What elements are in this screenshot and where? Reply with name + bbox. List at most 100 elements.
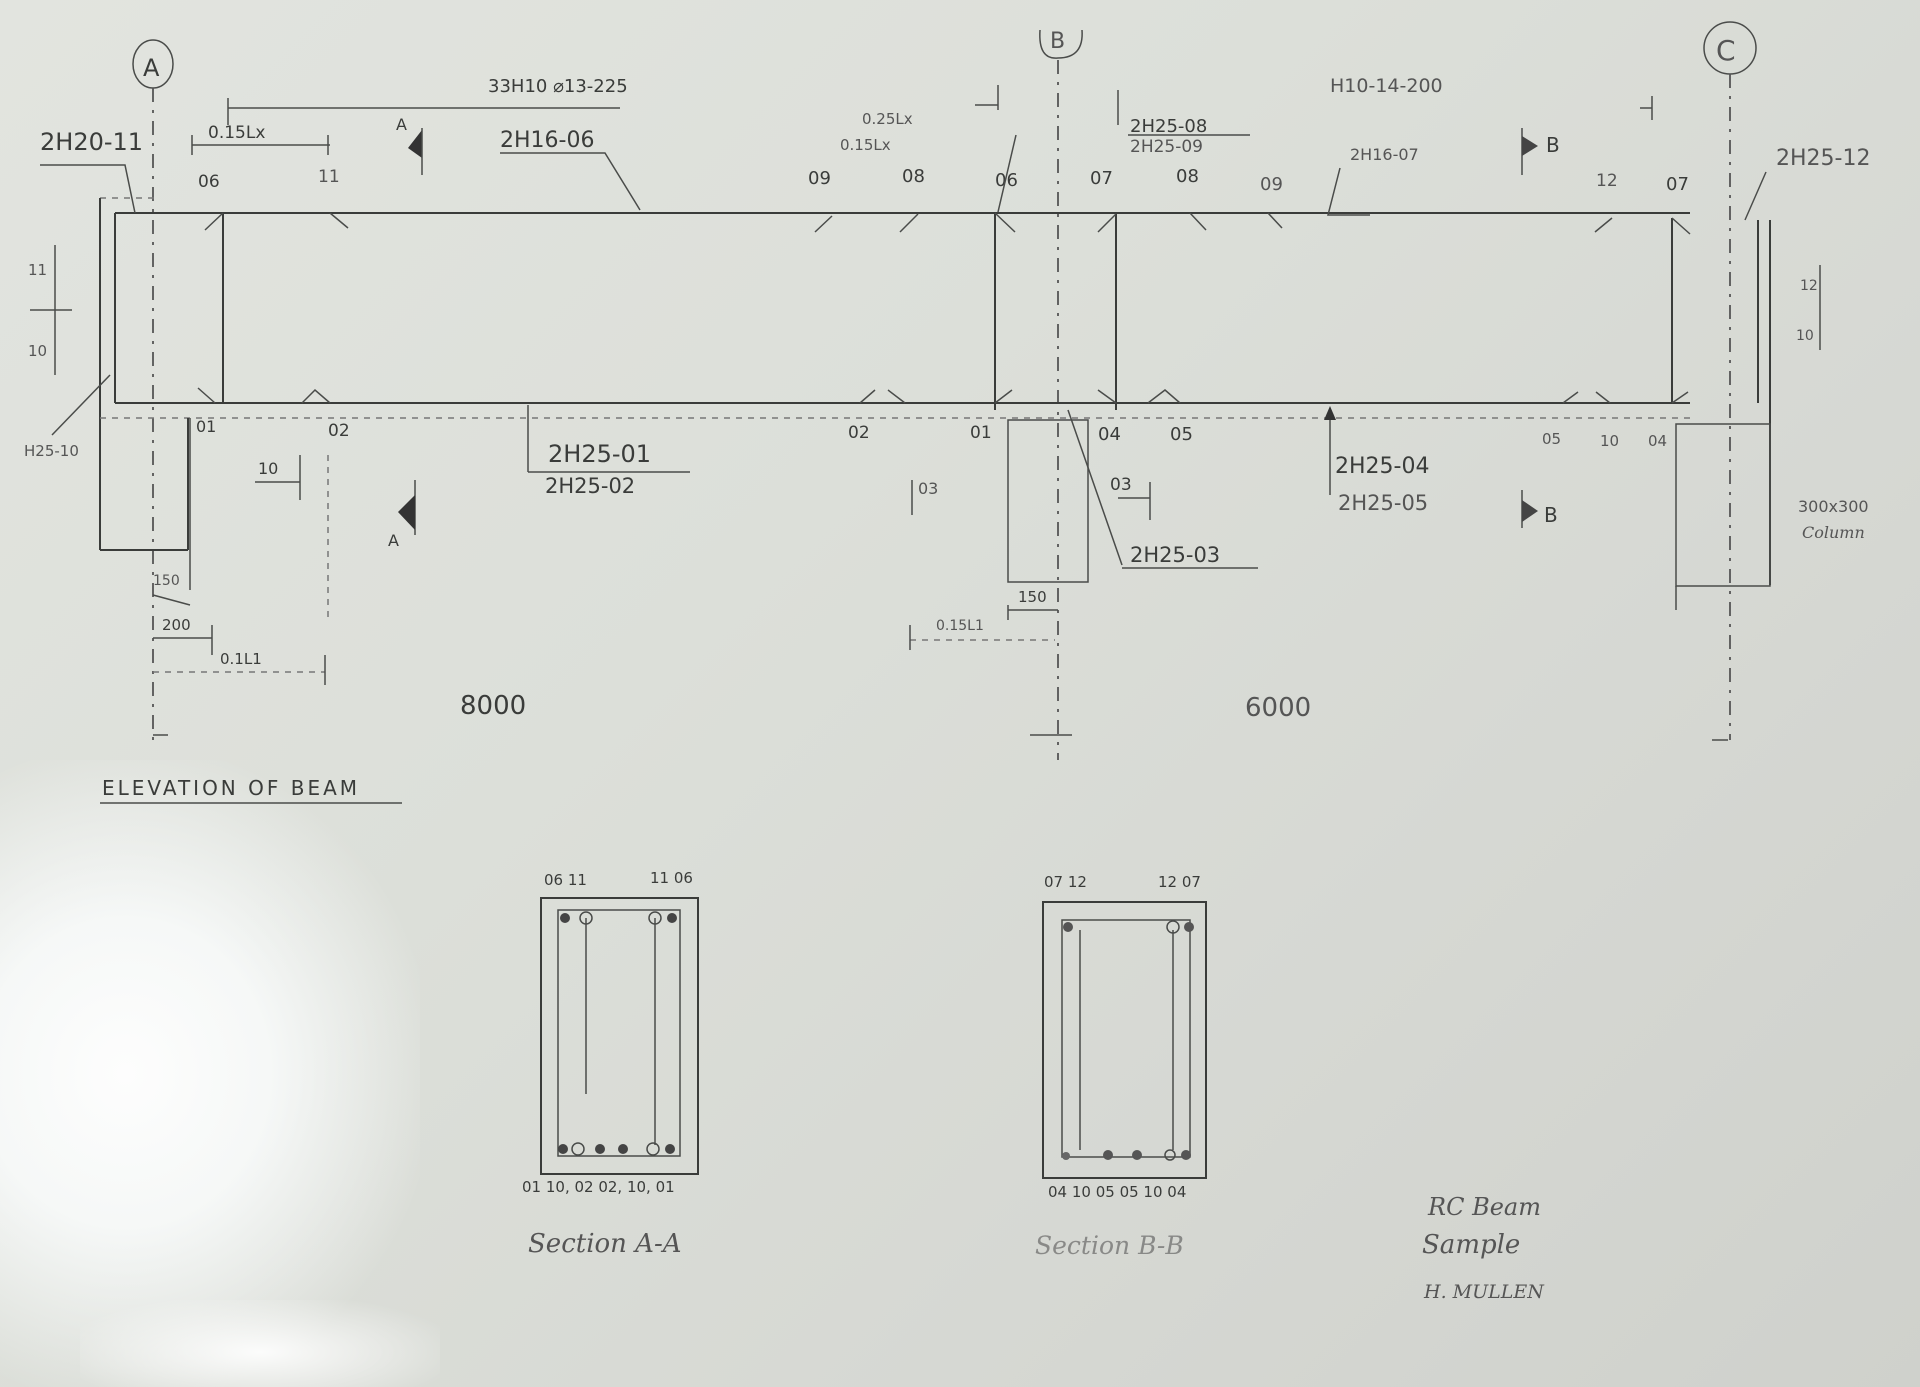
svg-text:12: 12 bbox=[1596, 171, 1618, 191]
svg-text:02: 02 bbox=[848, 423, 870, 443]
svg-text:2H25-04: 2H25-04 bbox=[1335, 454, 1429, 479]
svg-text:04 10 05 05 10 04: 04 10 05 05 10 04 bbox=[1048, 1183, 1186, 1201]
svg-text:01: 01 bbox=[970, 423, 992, 443]
svg-text:H. MULLEN: H. MULLEN bbox=[1423, 1281, 1545, 1303]
svg-text:150: 150 bbox=[1018, 588, 1047, 606]
svg-text:11: 11 bbox=[28, 261, 47, 279]
svg-text:05: 05 bbox=[1170, 424, 1193, 445]
svg-text:B: B bbox=[1544, 503, 1558, 527]
top-marks-mid: 09 08 06 07 08 09 bbox=[808, 166, 1283, 195]
svg-text:Section A-A: Section A-A bbox=[528, 1229, 682, 1259]
section-mark-a-top: A bbox=[396, 115, 423, 175]
svg-text:07: 07 bbox=[1090, 168, 1113, 189]
svg-text:01: 01 bbox=[196, 417, 216, 436]
bottom-marks-right: 05 10 04 bbox=[1542, 430, 1667, 450]
svg-text:150: 150 bbox=[153, 573, 180, 589]
svg-text:10: 10 bbox=[258, 459, 278, 478]
svg-text:2H25-12: 2H25-12 bbox=[1776, 146, 1870, 171]
svg-text:01 10, 02 02, 10, 01: 01 10, 02 02, 10, 01 bbox=[522, 1178, 675, 1196]
light-glare-bottom bbox=[80, 1300, 440, 1387]
top-marks-right: 12 07 bbox=[1596, 171, 1689, 195]
svg-text:Sample: Sample bbox=[1422, 1230, 1520, 1260]
svg-text:10: 10 bbox=[1600, 432, 1619, 450]
svg-text:B: B bbox=[1546, 133, 1560, 157]
svg-text:03: 03 bbox=[1110, 475, 1132, 495]
side-marks-left: 11 10 bbox=[28, 245, 72, 375]
svg-text:A: A bbox=[396, 115, 407, 134]
bar-bends bbox=[197, 212, 1691, 404]
svg-text:C: C bbox=[1716, 34, 1736, 67]
section-mark-b-bottom: B bbox=[1521, 490, 1558, 528]
bottom-marks-mid: 02 01 04 05 bbox=[848, 423, 1193, 445]
svg-text:0.15Lx: 0.15Lx bbox=[840, 136, 891, 154]
svg-text:300x300: 300x300 bbox=[1798, 497, 1869, 516]
svg-text:11 06: 11 06 bbox=[650, 869, 693, 887]
svg-text:2H25-01: 2H25-01 bbox=[548, 440, 651, 468]
svg-text:0.15L1: 0.15L1 bbox=[936, 618, 984, 634]
svg-text:2H16-06: 2H16-06 bbox=[500, 128, 594, 153]
svg-text:04: 04 bbox=[1098, 424, 1121, 445]
svg-text:2H25-08: 2H25-08 bbox=[1130, 116, 1207, 137]
svg-text:Section B-B: Section B-B bbox=[1035, 1231, 1184, 1260]
svg-text:06 11: 06 11 bbox=[544, 871, 587, 889]
svg-text:0.25Lx: 0.25Lx bbox=[862, 110, 913, 128]
dims-mid: 150 0.15L1 bbox=[909, 588, 1728, 741]
svg-text:10: 10 bbox=[1796, 328, 1814, 344]
svg-text:Column: Column bbox=[1802, 523, 1865, 542]
svg-text:09: 09 bbox=[1260, 174, 1283, 195]
svg-text:06: 06 bbox=[198, 172, 220, 192]
svg-text:07: 07 bbox=[1666, 174, 1689, 195]
callout-2h25-08-09: 2H25-08 2H25-09 bbox=[997, 90, 1250, 213]
dims-left: 150 200 0.1L1 bbox=[152, 455, 329, 736]
svg-text:B: B bbox=[1050, 29, 1065, 54]
callout-h25-10: H25-10 bbox=[24, 374, 111, 460]
beam-elevation bbox=[99, 197, 1771, 610]
svg-text:200: 200 bbox=[162, 616, 191, 634]
svg-text:09: 09 bbox=[808, 168, 831, 189]
svg-text:2H20-11: 2H20-11 bbox=[40, 128, 143, 156]
svg-text:10: 10 bbox=[28, 342, 47, 360]
dim-025lx: 0.25Lx 0.15Lx bbox=[840, 85, 999, 154]
span-6000: 6000 bbox=[1245, 693, 1311, 723]
svg-text:33H10 ⌀13-225: 33H10 ⌀13-225 bbox=[488, 76, 628, 97]
dim-015lx-left: 0.15Lx bbox=[191, 123, 330, 155]
svg-text:RC Beam: RC Beam bbox=[1427, 1193, 1541, 1221]
svg-text:0.15Lx: 0.15Lx bbox=[208, 123, 265, 143]
callout-2h25-04-05: 2H25-04 2H25-05 bbox=[1324, 406, 1429, 515]
section-aa: 06 11 11 06 01 10, 02 02, 10, 01 Section… bbox=[522, 869, 699, 1259]
callout-2h16-06: 2H16-06 bbox=[500, 128, 641, 211]
section-mark-a-bottom: A bbox=[388, 480, 416, 550]
dim-03: 03 03 bbox=[911, 475, 1151, 520]
drawing-title: ELEVATION OF BEAM bbox=[100, 776, 402, 804]
svg-text:08: 08 bbox=[902, 166, 925, 187]
svg-text:2H25-02: 2H25-02 bbox=[545, 474, 635, 498]
svg-text:2H25-03: 2H25-03 bbox=[1130, 543, 1220, 567]
svg-text:05: 05 bbox=[1542, 430, 1561, 448]
callout-2h25-03: 2H25-03 bbox=[1067, 409, 1258, 569]
callout-2h20-11: 2H20-11 bbox=[40, 128, 143, 214]
svg-text:2H25-05: 2H25-05 bbox=[1338, 491, 1428, 515]
svg-text:2H25-09: 2H25-09 bbox=[1130, 137, 1203, 157]
svg-text:04: 04 bbox=[1648, 432, 1667, 450]
svg-text:03: 03 bbox=[918, 479, 938, 498]
svg-text:08: 08 bbox=[1176, 166, 1199, 187]
dim-10: 10 bbox=[255, 455, 301, 500]
callout-2h25-12: 2H25-12 bbox=[1744, 146, 1870, 221]
callout-2h25-01-02: 2H25-01 2H25-02 bbox=[527, 405, 690, 498]
svg-text:07 12: 07 12 bbox=[1044, 873, 1087, 891]
section-mark-b-top: B bbox=[1521, 128, 1560, 175]
side-marks-right: 12 10 bbox=[1796, 265, 1821, 350]
svg-text:A: A bbox=[143, 54, 160, 82]
svg-text:02: 02 bbox=[328, 421, 350, 441]
links-callout-right: H10-14-200 bbox=[1330, 75, 1653, 120]
grid-line-a: A bbox=[132, 39, 174, 740]
callout-2h16-07: 2H16-07 bbox=[1327, 145, 1419, 216]
svg-text:0.1L1: 0.1L1 bbox=[220, 650, 262, 668]
svg-text:A: A bbox=[388, 531, 399, 550]
svg-text:06: 06 bbox=[995, 170, 1018, 191]
svg-text:12 07: 12 07 bbox=[1158, 873, 1201, 891]
grid-line-b: B bbox=[1039, 29, 1083, 760]
column-note: 300x300 Column bbox=[1798, 497, 1869, 542]
svg-text:ELEVATION OF BEAM: ELEVATION OF BEAM bbox=[102, 776, 360, 800]
